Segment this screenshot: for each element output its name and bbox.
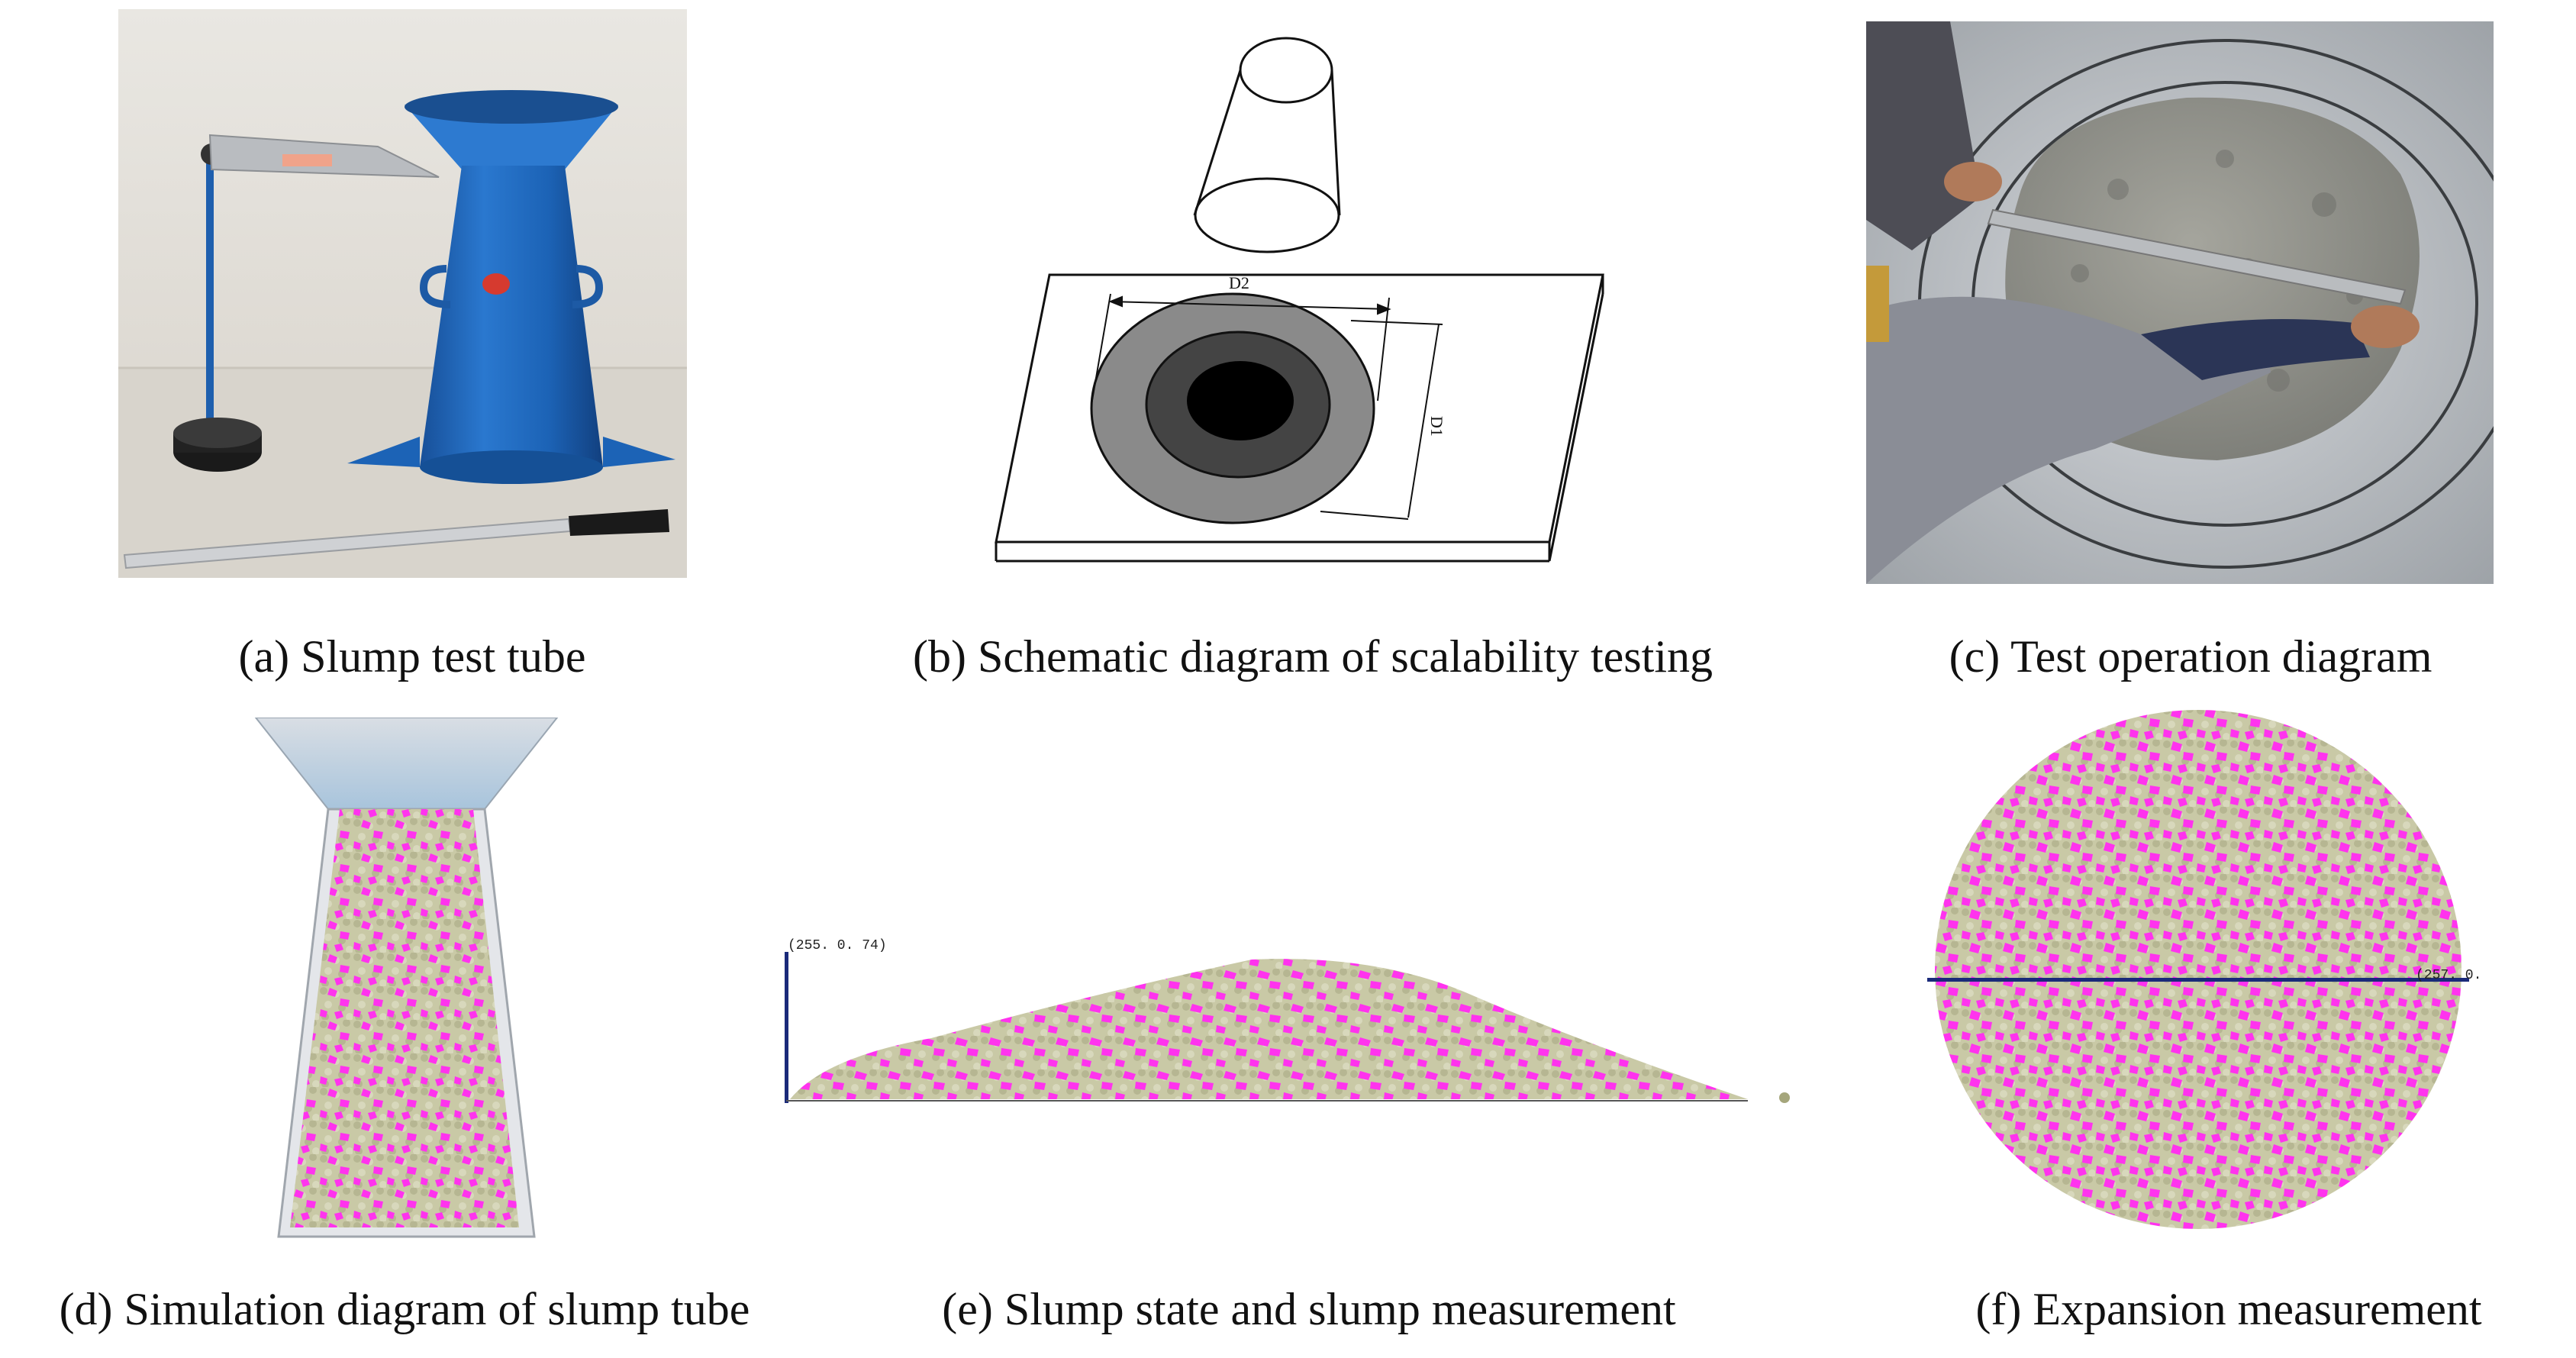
tamping-rod (123, 509, 669, 569)
f-measure-label: (257. 0. 80) (2416, 968, 2488, 983)
d1-label: D1 (1427, 416, 1446, 437)
panel-e-simulation: (255. 0. 74) (779, 935, 1797, 1107)
caption-d: (d) Simulation diagram of slump tube (59, 1284, 750, 1334)
e-measure-label: (255. 0. 74) (788, 938, 887, 953)
caption-c: (c) Test operation diagram (1949, 631, 2433, 682)
panel-f-simulation: (257. 0. 80) (1927, 706, 2488, 1240)
panel-c-photo (1866, 21, 2494, 584)
caption-f: (f) Expansion measurement (1975, 1284, 2482, 1334)
panel-b-schematic: D2 D1 (985, 15, 1618, 565)
caption-e: (e) Slump state and slump measurement (942, 1284, 1676, 1334)
slump-cone (347, 90, 675, 484)
panel-a-photo (118, 9, 687, 578)
caption-b: (b) Schematic diagram of scalability tes… (912, 631, 1713, 682)
caption-a: (a) Slump test tube (238, 631, 586, 682)
stand (173, 134, 440, 472)
d2-label: D2 (1229, 273, 1249, 292)
panel-d-simulation (252, 718, 561, 1240)
